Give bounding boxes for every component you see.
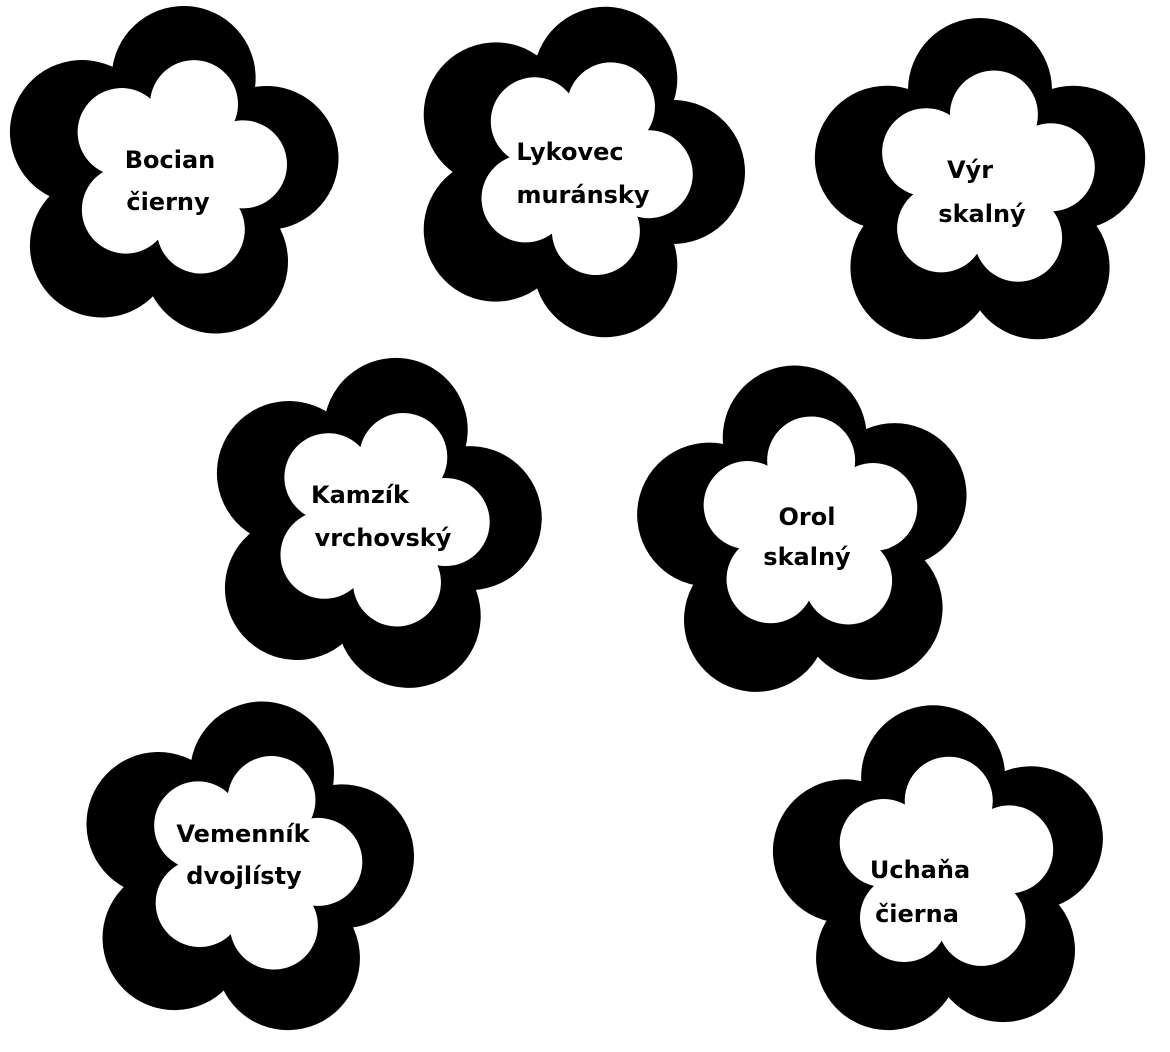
flower-label-line1: Výr (947, 156, 993, 184)
flower-label-line2: vrchovský (315, 524, 452, 552)
flower-label-line1: Vemenník (176, 820, 310, 848)
flower-label-line1: Kamzík (311, 481, 410, 509)
flower-label-line1: Lykovec (516, 138, 623, 166)
flower-label-line1: Orol (779, 503, 836, 531)
flower-label-line2: dvojlísty (186, 862, 302, 890)
flower-label-line1: Uchaňa (870, 856, 970, 884)
flower-label-line2: skalný (938, 200, 1026, 228)
flower-label-line2: čierna (875, 900, 959, 928)
flower-label-line1: Bocian (125, 146, 216, 174)
flower-label-line2: čierny (126, 188, 210, 216)
flower-inner-petal (897, 184, 985, 272)
flower-label-line2: skalný (763, 543, 851, 571)
flower-label-line2: muránsky (516, 181, 649, 209)
